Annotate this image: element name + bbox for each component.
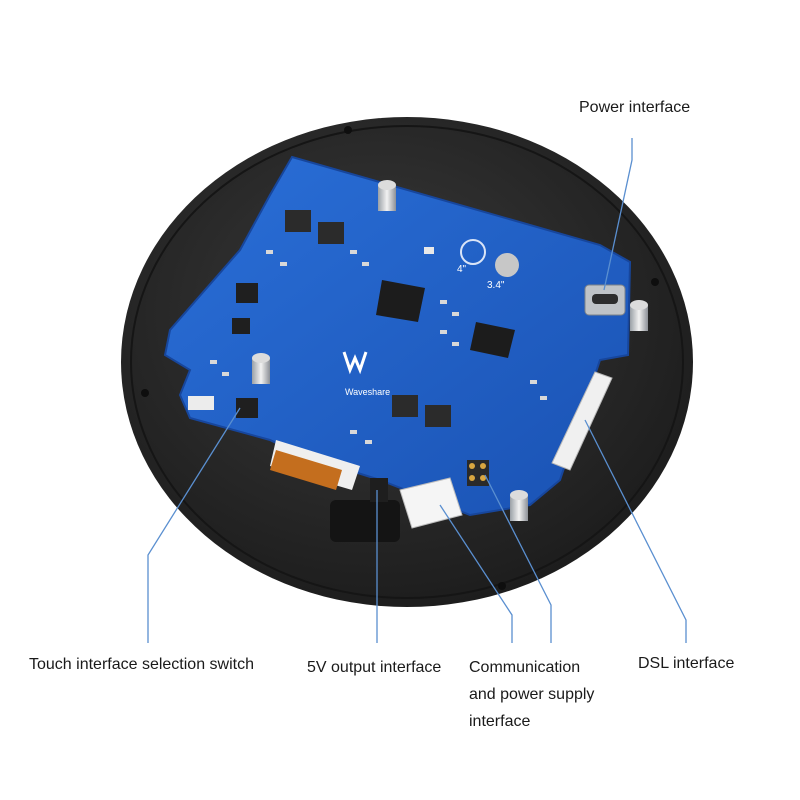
leader-comm-power-2	[484, 474, 552, 643]
brand-text: Waveshare	[345, 387, 390, 397]
comm-power-label: Communication and power supply interface	[469, 659, 595, 730]
leader-touch-switch	[147, 407, 241, 643]
touch-switch-label: Touch interface selection switch	[29, 656, 254, 673]
power-interface-label: Power interface	[579, 99, 691, 116]
5v-output-label: 5V output interface	[307, 659, 442, 676]
leader-power	[603, 138, 633, 291]
standoff-posts	[252, 180, 648, 521]
silk-4-label: 4"	[457, 264, 467, 275]
leader-comm-power	[439, 504, 513, 643]
dsl-interface-label: DSL interface	[638, 655, 735, 672]
silk-34-label: 3.4"	[487, 280, 505, 291]
pcb-board: 4" 3.4" Waveshare	[163, 155, 632, 529]
waveshare-logo-mark	[342, 351, 368, 375]
leader-dsl	[584, 419, 687, 643]
leader-lines	[147, 138, 687, 643]
